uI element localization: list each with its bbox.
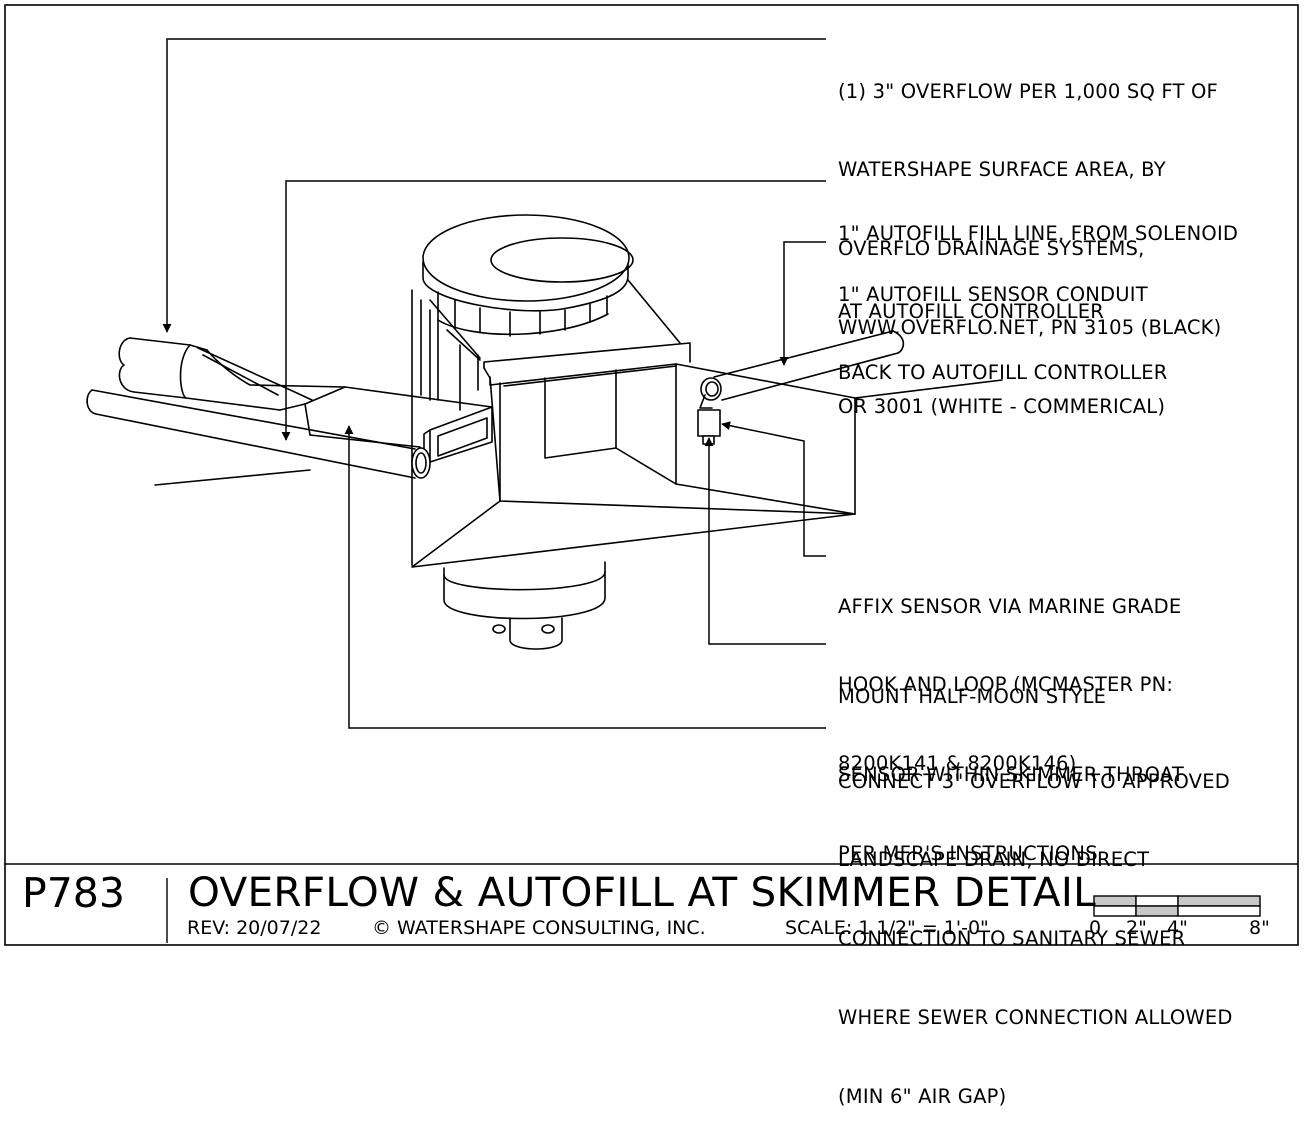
note-line: WHERE SEWER CONNECTION ALLOWED [838, 1006, 1233, 1030]
scale-text: SCALE: 1 1/2" = 1'-0" [785, 917, 989, 939]
leader-affix-sensor [721, 421, 826, 557]
note-affix-sensor: AFFIX SENSOR VIA MARINE GRADE HOOK AND L… [838, 541, 1181, 804]
leader-overflow-spec [162, 38, 826, 333]
note-line: (MIN 6" AIR GAP) [838, 1085, 1007, 1109]
sheet-border [4, 4, 1299, 946]
note-line: 1" AUTOFILL FILL LINE, FROM SOLENOID [838, 221, 1239, 245]
note-line: OVERFLO DRAINAGE SYSTEMS, [838, 237, 1145, 261]
note-line: BACK TO AUTOFILL CONTROLLER [838, 361, 1168, 385]
note-line: SENSOR WITHIN SKIMMER THROAT [838, 763, 1185, 787]
deck-line-right [854, 379, 1003, 399]
copyright-notice: © WATERSHAPE CONSULTING, INC. [372, 917, 706, 939]
scale-label-8: 8" [1249, 917, 1270, 939]
note-line: LANDSCAPE DRAIN, NO DIRECT [838, 848, 1150, 872]
note-sensor-conduit: 1" AUTOFILL SENSOR CONDUIT BACK TO AUTOF… [838, 229, 1168, 413]
note-overflow-spec: (1) 3" OVERFLOW PER 1,000 SQ FT OF WATER… [838, 26, 1221, 447]
leader-connect-overflow [344, 425, 826, 729]
leader-fill-line [281, 180, 826, 441]
deck-line-left [154, 469, 311, 486]
note-mount-sensor: MOUNT HALF-MOON STYLE SENSOR WITHIN SKIM… [838, 631, 1184, 894]
leader-mount-sensor [704, 437, 826, 645]
note-line: AFFIX SENSOR VIA MARINE GRADE [838, 594, 1182, 618]
sensor-conduit [697, 330, 905, 445]
note-line: PER MFR'S INSTRUCTIONS [838, 842, 1098, 866]
fill-line-pipe [86, 389, 431, 479]
note-line: CONNECTION TO SANITARY SEWER [838, 927, 1186, 951]
note-line: 1" AUTOFILL SENSOR CONDUIT [838, 282, 1148, 306]
note-fill-line: 1" AUTOFILL FILL LINE, FROM SOLENOID AT … [838, 168, 1238, 352]
note-line: HOOK AND LOOP (MCMASTER PN: [838, 673, 1174, 697]
skimmer-basket [443, 561, 606, 650]
scale-label-2: 2" [1126, 917, 1147, 939]
detail-title: OVERFLOW & AUTOFILL AT SKIMMER DETAIL [188, 868, 1097, 916]
note-line: CONNECT 3" OVERFLOW TO APPROVED [838, 769, 1230, 793]
skimmer-illustration [86, 214, 1003, 650]
skimmer-lid [422, 214, 634, 337]
note-line: WATERSHAPE SURFACE AREA, BY [838, 158, 1166, 182]
skimmer-throat [411, 342, 856, 568]
note-line: 8200K141 & 8200K146) [838, 752, 1077, 776]
detail-id: P783 [22, 869, 125, 917]
leader-sensor-conduit [779, 241, 826, 366]
note-line: WWW.OVERFLO.NET, PN 3105 (BLACK) [838, 316, 1222, 340]
scale-label-0: 0 [1089, 917, 1102, 939]
skimmer-detail-drawing [4, 4, 1299, 946]
note-line: AT AUTOFILL CONTROLLER [838, 300, 1105, 324]
skimmer-body [411, 279, 681, 566]
overflow-pipe [118, 337, 493, 469]
note-line: OR 3001 (WHITE - COMMERICAL) [838, 395, 1166, 419]
leader-lines [162, 38, 826, 729]
scale-bar [1093, 895, 1261, 917]
note-line: MOUNT HALF-MOON STYLE [838, 684, 1107, 708]
scale-label-4: 4" [1167, 917, 1188, 939]
note-line: (1) 3" OVERFLOW PER 1,000 SQ FT OF [838, 79, 1218, 103]
revision-date: REV: 20/07/22 [187, 917, 322, 939]
